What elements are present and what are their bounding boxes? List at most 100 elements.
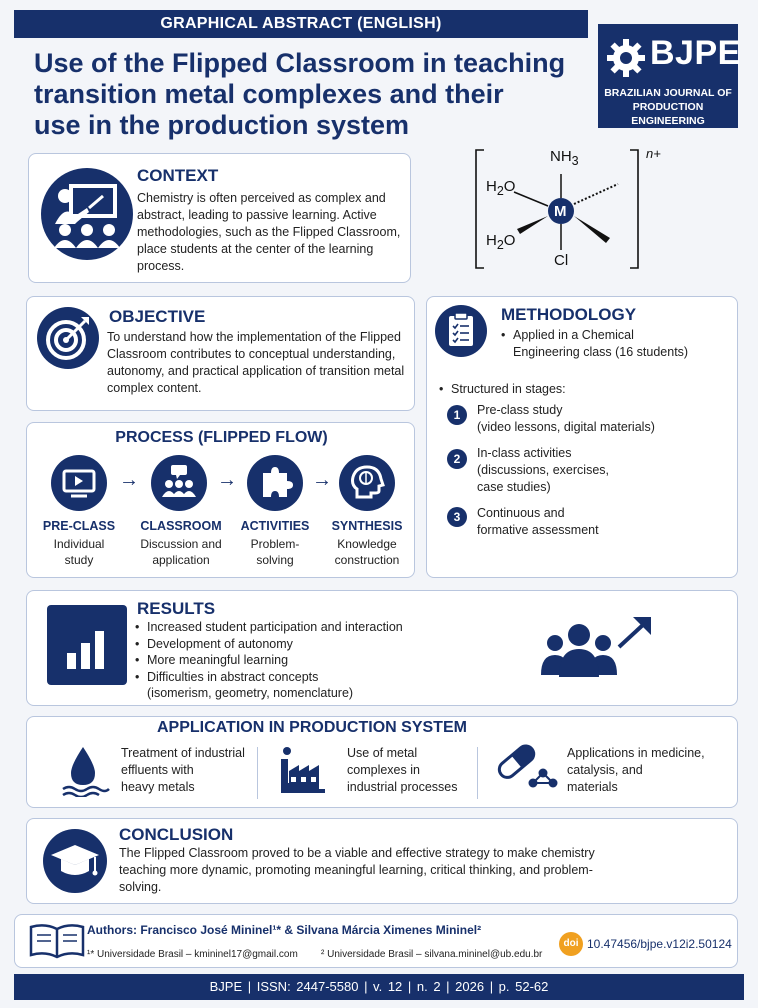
doi-link[interactable]: 10.47456/bjpe.v12i2.50124 — [587, 937, 732, 951]
ligand-cl: Cl — [554, 252, 569, 269]
step-2-line-2: (discussions, exercises, — [477, 463, 609, 477]
results-card: RESULTS Increased student participation … — [26, 590, 738, 706]
stage-desc-classroom-2: application — [152, 553, 210, 567]
step-number-3: 3 — [447, 507, 467, 527]
step-3-line-2: formative assessment — [477, 523, 599, 537]
flow-arrow-3: → — [312, 469, 332, 491]
stage-desc-activities: Problem- solving — [233, 536, 317, 568]
video-lesson-icon — [51, 455, 107, 511]
result-item-3: More meaningful learning — [135, 652, 475, 669]
step-2-line-3: case studies) — [477, 480, 551, 494]
application-2-line-3: industrial processes — [347, 780, 458, 794]
methodology-heading: METHODOLOGY — [501, 305, 637, 324]
ligand-h2o-bottom: H2O — [486, 232, 516, 252]
objective-card: OBJECTIVE To understand how the implemen… — [26, 296, 415, 411]
stage-label-activities: ACTIVITIES — [240, 519, 310, 533]
flow-arrow-1: → — [119, 469, 139, 491]
application-3-line-1: Applications in medicine, — [567, 746, 705, 760]
step-1-line-1: Pre-class study — [477, 403, 563, 417]
logo-subtitle: BRAZILIAN JOURNAL OF PRODUCTION ENGINEER… — [604, 86, 732, 128]
process-card: PROCESS (FLIPPED FLOW) → → → PRE-CLASS — [26, 422, 415, 578]
stage-desc-preclass-1: Individual — [53, 537, 105, 551]
authors-line: Authors: Francisco José Mininel¹* & Silv… — [87, 923, 482, 937]
stage-desc-activities-2: solving — [256, 553, 294, 567]
step-1-text: Pre-class study (video lessons, digital … — [477, 402, 655, 436]
application-1-line-1: Treatment of industrial — [121, 746, 245, 760]
application-3-line-2: catalysis, and — [567, 763, 643, 777]
stage-desc-preclass: Individual study — [35, 536, 123, 568]
puzzle-icon — [247, 455, 303, 511]
application-item-medicine: Applications in medicine, catalysis, and… — [567, 745, 727, 796]
logo-sub-line-2: PRODUCTION ENGINEERING — [631, 101, 705, 127]
footer-citation: BJPE | ISSN: 2447-5580 | v. 12 | n. 2 | … — [14, 974, 744, 1000]
application-2-line-2: complexes in — [347, 763, 420, 777]
objective-text: To understand how the implementation of … — [107, 330, 405, 395]
affiliation-2: ² Universidade Brasil – silvana.mininel@… — [321, 949, 543, 960]
doi-badge-icon: doi — [559, 932, 583, 956]
metal-center: M — [554, 203, 567, 220]
application-item-industrial: Use of metal complexes in industrial pro… — [347, 745, 487, 796]
logo-sub-line-1: BRAZILIAN JOURNAL OF — [604, 87, 732, 99]
context-heading: CONTEXT — [137, 166, 219, 185]
step-number-2: 2 — [447, 449, 467, 469]
gear-icon — [607, 39, 645, 77]
stage-desc-synthesis-1: Knowledge — [337, 537, 397, 551]
teacher-icon — [41, 168, 133, 260]
brain-head-icon — [339, 455, 395, 511]
conclusion-text: The Flipped Classroom proved to be a via… — [119, 846, 595, 894]
factory-icon — [281, 747, 325, 793]
results-heading: RESULTS — [137, 599, 216, 618]
ligand-h2o-top: H2O — [486, 178, 516, 198]
conclusion-card: CONCLUSION The Flipped Classroom proved … — [26, 818, 738, 904]
flow-arrow-2: → — [217, 469, 237, 491]
stage-desc-classroom: Discussion and application — [131, 536, 231, 568]
affiliation-1: ¹* Universidade Brasil – kmininel17@gmai… — [87, 949, 298, 960]
stage-desc-synthesis: Knowledge construction — [323, 536, 411, 568]
application-3-line-3: materials — [567, 780, 618, 794]
application-heading: APPLICATION IN PRODUCTION SYSTEM — [157, 719, 467, 736]
application-1-line-3: heavy metals — [121, 780, 195, 794]
stage-desc-synthesis-2: construction — [334, 553, 400, 567]
conclusion-heading: CONCLUSION — [119, 825, 234, 844]
application-1-line-2: effluents with — [121, 763, 194, 777]
result-item-2: Development of autonomy — [135, 636, 475, 653]
stage-desc-activities-1: Problem- — [250, 537, 300, 551]
step-3-line-1: Continuous and — [477, 506, 565, 520]
metal-complex-structure: NH3 H2O H2O M Cl n+ — [470, 146, 670, 272]
group-growth-icon — [541, 617, 651, 677]
result-item-4: Difficulties in abstract concepts — [135, 669, 475, 686]
application-2-line-1: Use of metal — [347, 746, 418, 760]
stage-label-synthesis: SYNTHESIS — [331, 519, 403, 533]
methodology-bullet-class: Applied in a Chemical Engineering class … — [501, 327, 701, 360]
bar-chart-icon — [47, 605, 127, 685]
divider-1 — [257, 747, 258, 799]
stage-desc-classroom-1: Discussion and — [140, 537, 222, 551]
context-text: Chemistry is often perceived as complex … — [137, 191, 401, 273]
page-title: Use of the Flipped Classroom in teaching… — [34, 48, 574, 141]
stage-desc-preclass-2: study — [64, 553, 94, 567]
result-item-4-detail: (isomerism, geometry, nomenclature) — [147, 686, 354, 700]
application-item-effluents: Treatment of industrial effluents with h… — [121, 745, 261, 796]
step-2-text: In-class activities (discussions, exerci… — [477, 445, 609, 496]
application-card: APPLICATION IN PRODUCTION SYSTEM Treatme… — [26, 716, 738, 808]
result-item-1: Increased student participation and inte… — [135, 619, 475, 636]
clipboard-icon — [435, 305, 487, 357]
open-book-icon — [29, 924, 85, 959]
complex-charge: n+ — [646, 146, 661, 161]
title-line-1: Use of the Flipped Classroom in teaching — [34, 48, 566, 78]
authors-card: Authors: Francisco José Mininel¹* & Silv… — [14, 914, 738, 968]
ligand-nh3: NH3 — [550, 148, 579, 168]
target-icon — [37, 307, 99, 369]
water-drop-icon — [62, 747, 110, 797]
objective-heading: OBJECTIVE — [109, 307, 206, 326]
discussion-group-icon — [151, 455, 207, 511]
graduation-cap-icon — [43, 829, 107, 893]
stage-label-preclass: PRE-CLASS — [42, 519, 116, 533]
title-line-3: use in the production system — [34, 110, 410, 140]
journal-logo: BJPE BRAZILIAN JOURNAL OF PRODUCTION ENG… — [598, 24, 740, 128]
context-card: CONTEXT Chemistry is often perceived as … — [28, 153, 411, 283]
step-3-text: Continuous and formative assessment — [477, 505, 599, 539]
divider-2 — [477, 747, 478, 799]
methodology-bullet-stages: Structured in stages: — [439, 381, 719, 398]
methodology-card: METHODOLOGY Applied in a Chemical Engine… — [426, 296, 738, 578]
